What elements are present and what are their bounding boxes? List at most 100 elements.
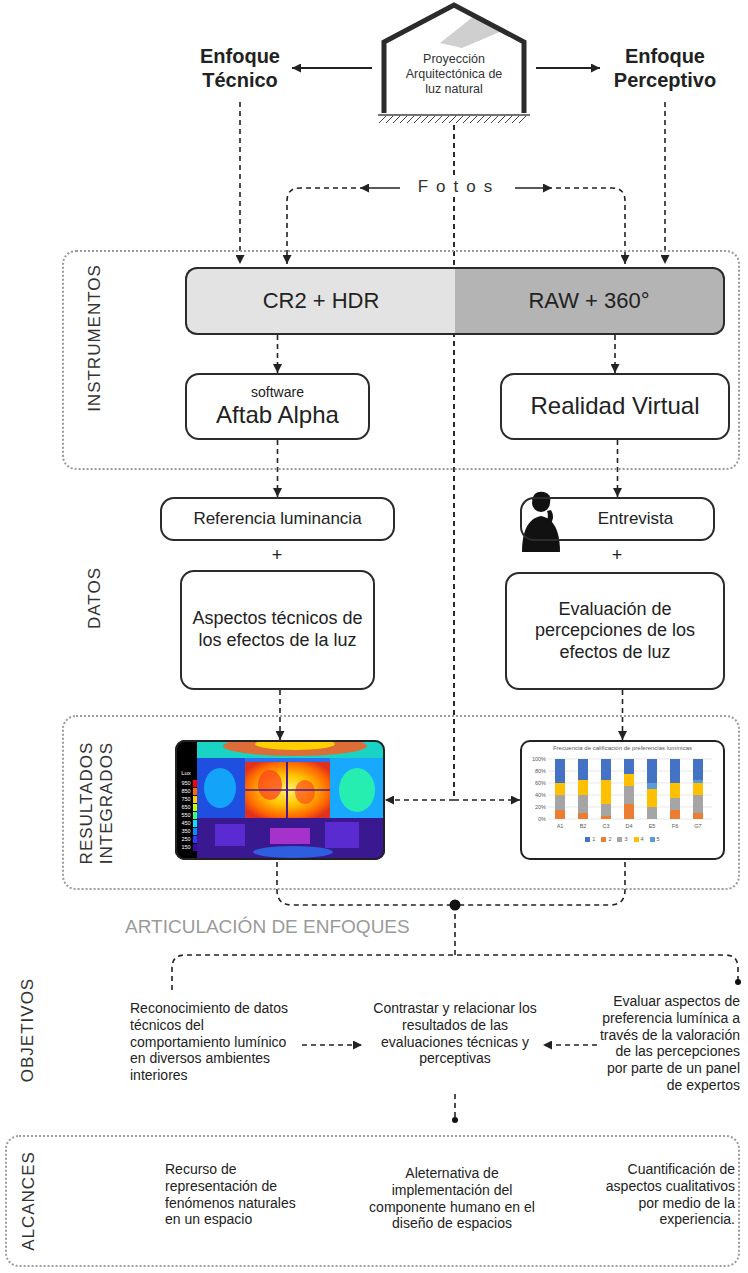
heatmap-picture: [325, 822, 359, 848]
chart-bar: [624, 759, 634, 774]
chart-bar: [578, 780, 588, 795]
scope-text: ALCANCES: [19, 1151, 39, 1251]
heatmap-picture: [245, 789, 330, 791]
chart-bar: [647, 759, 657, 783]
scale-value: Lux: [178, 770, 194, 777]
chart-bar: [647, 759, 657, 819]
photo-arrow: [515, 187, 552, 189]
section-label: DATOS: [85, 567, 105, 629]
data-box: Aspectos técnicos de los efectos de la l…: [180, 570, 375, 690]
ground-hatch: [470, 116, 477, 123]
scale-value: 150: [178, 844, 194, 851]
legend-item: 2: [601, 836, 611, 843]
heatmap-picture: [215, 824, 245, 846]
ground-hatch: [491, 116, 498, 123]
chart-bar: [578, 795, 588, 813]
connector-arrow: [277, 335, 279, 373]
chart-text: D4: [619, 823, 639, 830]
ground-hatch: [428, 116, 435, 123]
legend-swatch: [650, 837, 655, 842]
chart-legend: 12345: [522, 836, 723, 843]
node-text: Aftab Alpha: [216, 401, 339, 430]
merge-line: [277, 862, 450, 905]
chart-bar: [555, 759, 565, 783]
heatmap-picture: [175, 740, 385, 860]
section-label: RESULTADOS INTEGRADOS: [77, 733, 118, 873]
ground-hatch: [505, 116, 512, 123]
instrument-bar: CR2 + HDR: [185, 267, 455, 335]
chart-bar: [601, 816, 611, 819]
chart-bar: [693, 795, 703, 813]
photo-arrow: [287, 188, 356, 264]
heatmap-picture: [339, 768, 375, 812]
chart-text: F6: [665, 823, 685, 830]
node-text: RAW + 360°: [528, 288, 649, 314]
ground-hatch: [393, 116, 400, 123]
chart-bar: [647, 789, 657, 807]
heatmap-picture: [223, 740, 367, 756]
heatmap-picture: [175, 740, 197, 860]
chart-text: G7: [688, 823, 708, 830]
approach-label: Enfoque Técnico: [180, 44, 300, 92]
legend-item: 1: [585, 836, 595, 843]
chart-bar: [624, 759, 634, 819]
heatmap-picture: [193, 812, 197, 819]
chart-bar: [624, 774, 634, 786]
ground-hatch: [400, 116, 407, 123]
heatmap-picture: [197, 758, 245, 820]
panel-region: INSTRUMENTOSCR2 + HDRRAW + 360°softwareA…: [62, 250, 740, 470]
merge-line: [543, 1044, 597, 1046]
scale-value: 750: [178, 796, 194, 803]
scale-value: 550: [178, 812, 194, 819]
heatmap-picture: [204, 768, 236, 808]
chart-bar: [693, 759, 703, 780]
node-text: Aspectos técnicos de los efectos de la l…: [190, 608, 365, 651]
instrument-bar: RAW + 360°: [455, 267, 725, 335]
vr-box: Realidad Virtual: [500, 373, 730, 440]
heatmap-picture: [330, 758, 385, 820]
connector-arrow: [385, 125, 454, 800]
photo-arrow: [360, 187, 400, 189]
heatmap-picture: [258, 770, 282, 800]
node-text: Entrevista: [598, 509, 674, 529]
chart-bar: [555, 783, 565, 795]
photo-label: Fotos: [405, 177, 513, 197]
ground-hatch: [512, 116, 519, 123]
chart-text: E5: [642, 823, 662, 830]
heatmap-picture: [175, 740, 385, 860]
junction-dot: [735, 979, 741, 985]
ground-hatch: [386, 116, 393, 123]
heatmap-picture: [193, 796, 197, 803]
chart-bar: [601, 759, 611, 780]
panel-region: RESULTADOS INTEGRADOSLux9508507506505504…: [62, 715, 740, 890]
heatmap-picture: [295, 780, 315, 804]
interview-icon: [522, 516, 560, 552]
ground-hatch: [442, 116, 449, 123]
scope-text: Aleternativa de implementación del compo…: [362, 1165, 542, 1232]
node-text: Referencia luminancia: [193, 509, 361, 529]
ground-hatch: [414, 116, 421, 123]
ground-hatch: [519, 116, 526, 123]
heatmap-picture: [193, 836, 197, 843]
interview-icon: [544, 510, 553, 526]
software-box: softwareAftab Alpha: [185, 373, 370, 440]
interview-box: Entrevista: [520, 497, 715, 541]
approach-arrow: [239, 102, 241, 264]
chart-text: B2: [573, 823, 593, 830]
connector-arrow: [454, 125, 520, 800]
scope-text: Recurso de representación de fenómenos n…: [165, 1161, 300, 1228]
heatmap-picture: [193, 780, 197, 787]
chart-bar: [601, 804, 611, 816]
chart-bar: [693, 759, 703, 819]
chart-bar: [555, 759, 703, 819]
merge-line: [460, 862, 625, 905]
chart-bar: [670, 783, 680, 798]
ground-hatch: [449, 116, 456, 123]
chart-text: 60%: [522, 780, 546, 787]
chart-text: 100%: [522, 756, 546, 763]
chart-bar: [555, 795, 565, 810]
ground-hatch: [477, 116, 484, 123]
legend-swatch: [634, 837, 639, 842]
objective-text: Contrastar y relacionar los resultados d…: [370, 1000, 540, 1067]
